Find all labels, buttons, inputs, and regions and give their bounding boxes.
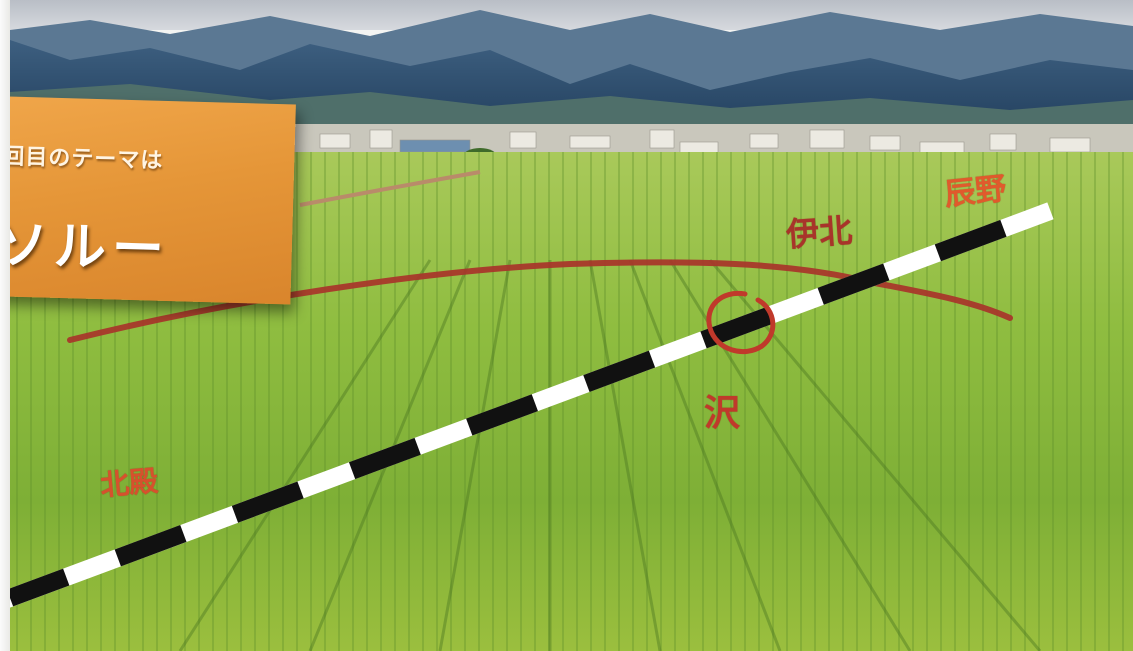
railway-line xyxy=(10,202,1054,608)
card-title: ソルー xyxy=(0,215,171,281)
station-circle xyxy=(706,290,776,355)
landscape xyxy=(10,10,1133,651)
sky xyxy=(10,0,1133,30)
field-road xyxy=(299,170,481,207)
town-label-ihoku: 伊北 xyxy=(784,210,854,255)
card-subtitle: 回目のテーマは xyxy=(1,144,164,174)
station-label-sawa: 沢 xyxy=(704,392,741,434)
town-buildings xyxy=(319,129,1091,157)
station-label-kitatono: 北殿 xyxy=(98,463,160,503)
title-card: 回目のテーマは ソルー xyxy=(0,96,296,305)
page-margin xyxy=(0,0,10,651)
station-label-tatsuno: 辰野 xyxy=(942,170,1009,214)
